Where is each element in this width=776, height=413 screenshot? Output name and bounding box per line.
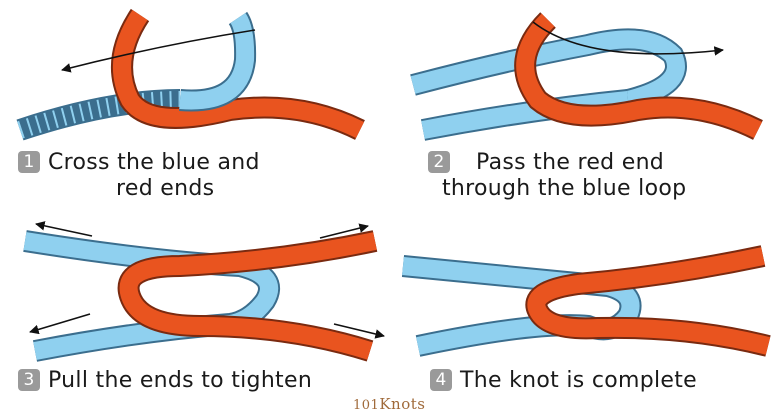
step-2-line1: Pass the red end bbox=[476, 150, 665, 175]
logo-prefix: 101 bbox=[353, 398, 380, 413]
step-3-panel: 3 Pull the ends to tighten bbox=[0, 206, 388, 412]
step-3-line1: Pull the ends to tighten bbox=[48, 368, 313, 393]
logo-name: Knots bbox=[379, 395, 426, 413]
step-1-caption: 1 Cross the blue and red ends bbox=[18, 150, 260, 202]
step-1-line2: red ends bbox=[116, 176, 215, 201]
step-4-badge: 4 bbox=[430, 369, 452, 391]
step-4-illustration bbox=[401, 245, 771, 357]
step-1-panel: 1 Cross the blue and red ends bbox=[0, 0, 388, 206]
101knots-logo: 101Knots bbox=[353, 395, 425, 413]
step-3-illustration bbox=[23, 221, 385, 362]
step-2-illustration bbox=[410, 12, 763, 141]
step-2-caption: 2 Pass the red end through the blue loop bbox=[428, 150, 686, 202]
step-4-line1: The knot is complete bbox=[460, 368, 697, 393]
step-1-illustration bbox=[16, 8, 365, 141]
step-4-panel: 4 The knot is complete bbox=[388, 206, 776, 412]
step-3-badge: 3 bbox=[18, 369, 40, 391]
step-1-line1: Cross the blue and bbox=[48, 150, 260, 175]
step-2-panel: 2 Pass the red end through the blue loop bbox=[388, 0, 776, 206]
step-2-badge: 2 bbox=[428, 151, 450, 173]
step-1-badge: 1 bbox=[18, 151, 40, 173]
step-3-caption: 3 Pull the ends to tighten bbox=[18, 368, 312, 394]
step-4-caption: 4 The knot is complete bbox=[430, 368, 697, 394]
step-2-line2: through the blue loop bbox=[442, 176, 687, 201]
